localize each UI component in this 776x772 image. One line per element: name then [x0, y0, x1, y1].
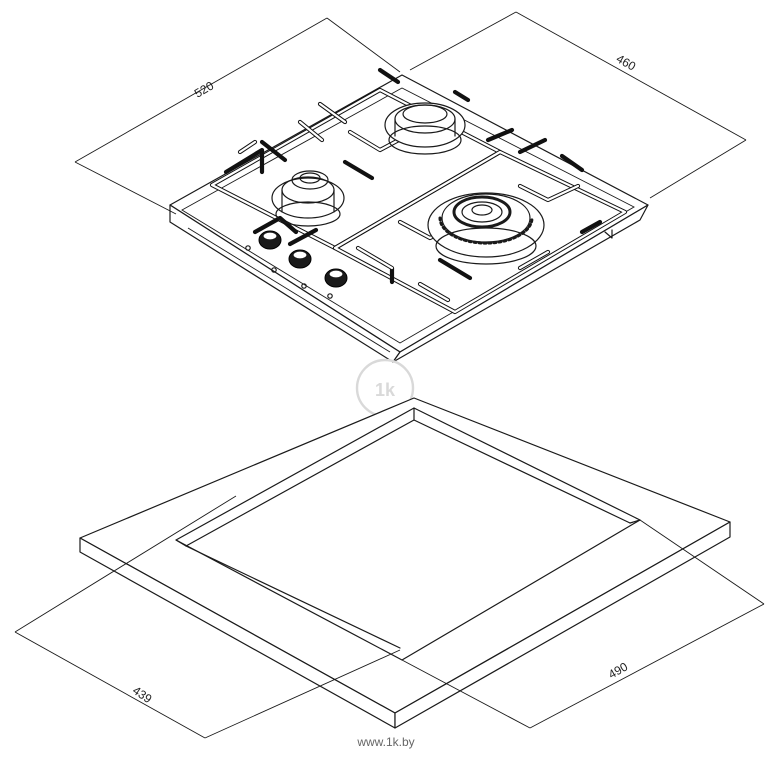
gas-connector [604, 229, 613, 239]
svg-text:1k: 1k [375, 380, 396, 400]
hob-right-edge [392, 204, 649, 363]
worktop-right-edge [394, 521, 731, 729]
dim-hob-depth [409, 11, 747, 199]
dim-cutout-width [401, 519, 765, 729]
burner-left-small [271, 170, 345, 227]
watermark-site: www.1k.by [356, 735, 414, 749]
burner-rear [384, 102, 466, 155]
label-cutout-width: 490 [606, 659, 631, 681]
hob-drawing [74, 11, 747, 363]
knob-2[interactable] [271, 249, 312, 273]
dim-cutout-depth [14, 495, 401, 739]
worktop-drawing [14, 397, 765, 739]
dim-hob-width [74, 17, 401, 215]
control-knobs [245, 230, 348, 299]
knob-3[interactable] [301, 268, 348, 299]
label-hob-width: 520 [192, 78, 217, 100]
label-cutout-depth: 439 [130, 683, 155, 706]
grate-right [332, 89, 628, 315]
label-hob-depth: 460 [614, 51, 639, 73]
burner-wok [427, 192, 545, 265]
knob-1[interactable] [245, 230, 282, 251]
